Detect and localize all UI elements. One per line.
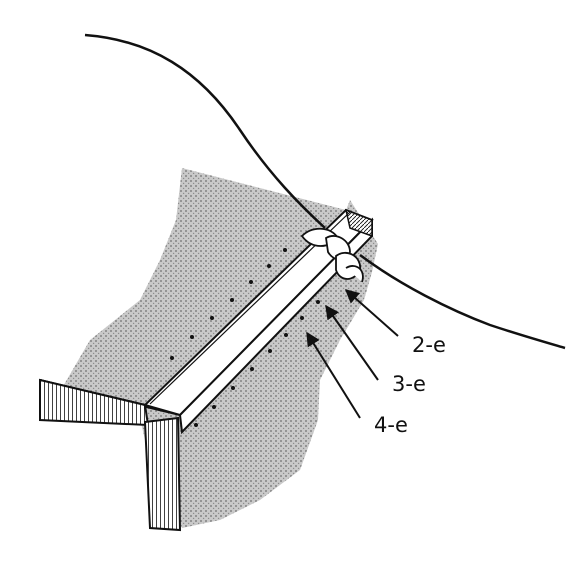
cord-knot bbox=[300, 227, 364, 283]
cord-upper bbox=[84, 33, 326, 229]
callout-label-4e: 4-e bbox=[374, 413, 408, 437]
arrow-3e bbox=[325, 304, 379, 381]
callout-label-3e: 3-e bbox=[392, 372, 426, 396]
callout-arrows bbox=[306, 289, 399, 419]
beam-end-face bbox=[344, 208, 373, 238]
arrow-4e bbox=[306, 331, 361, 419]
callout-label-2e: 2-e bbox=[412, 333, 446, 357]
side-lacing-holes bbox=[194, 300, 320, 427]
cord-lower bbox=[359, 253, 566, 350]
top-lacing-holes bbox=[170, 248, 287, 360]
arrow-2e bbox=[344, 289, 399, 337]
vertical-post bbox=[143, 416, 182, 532]
